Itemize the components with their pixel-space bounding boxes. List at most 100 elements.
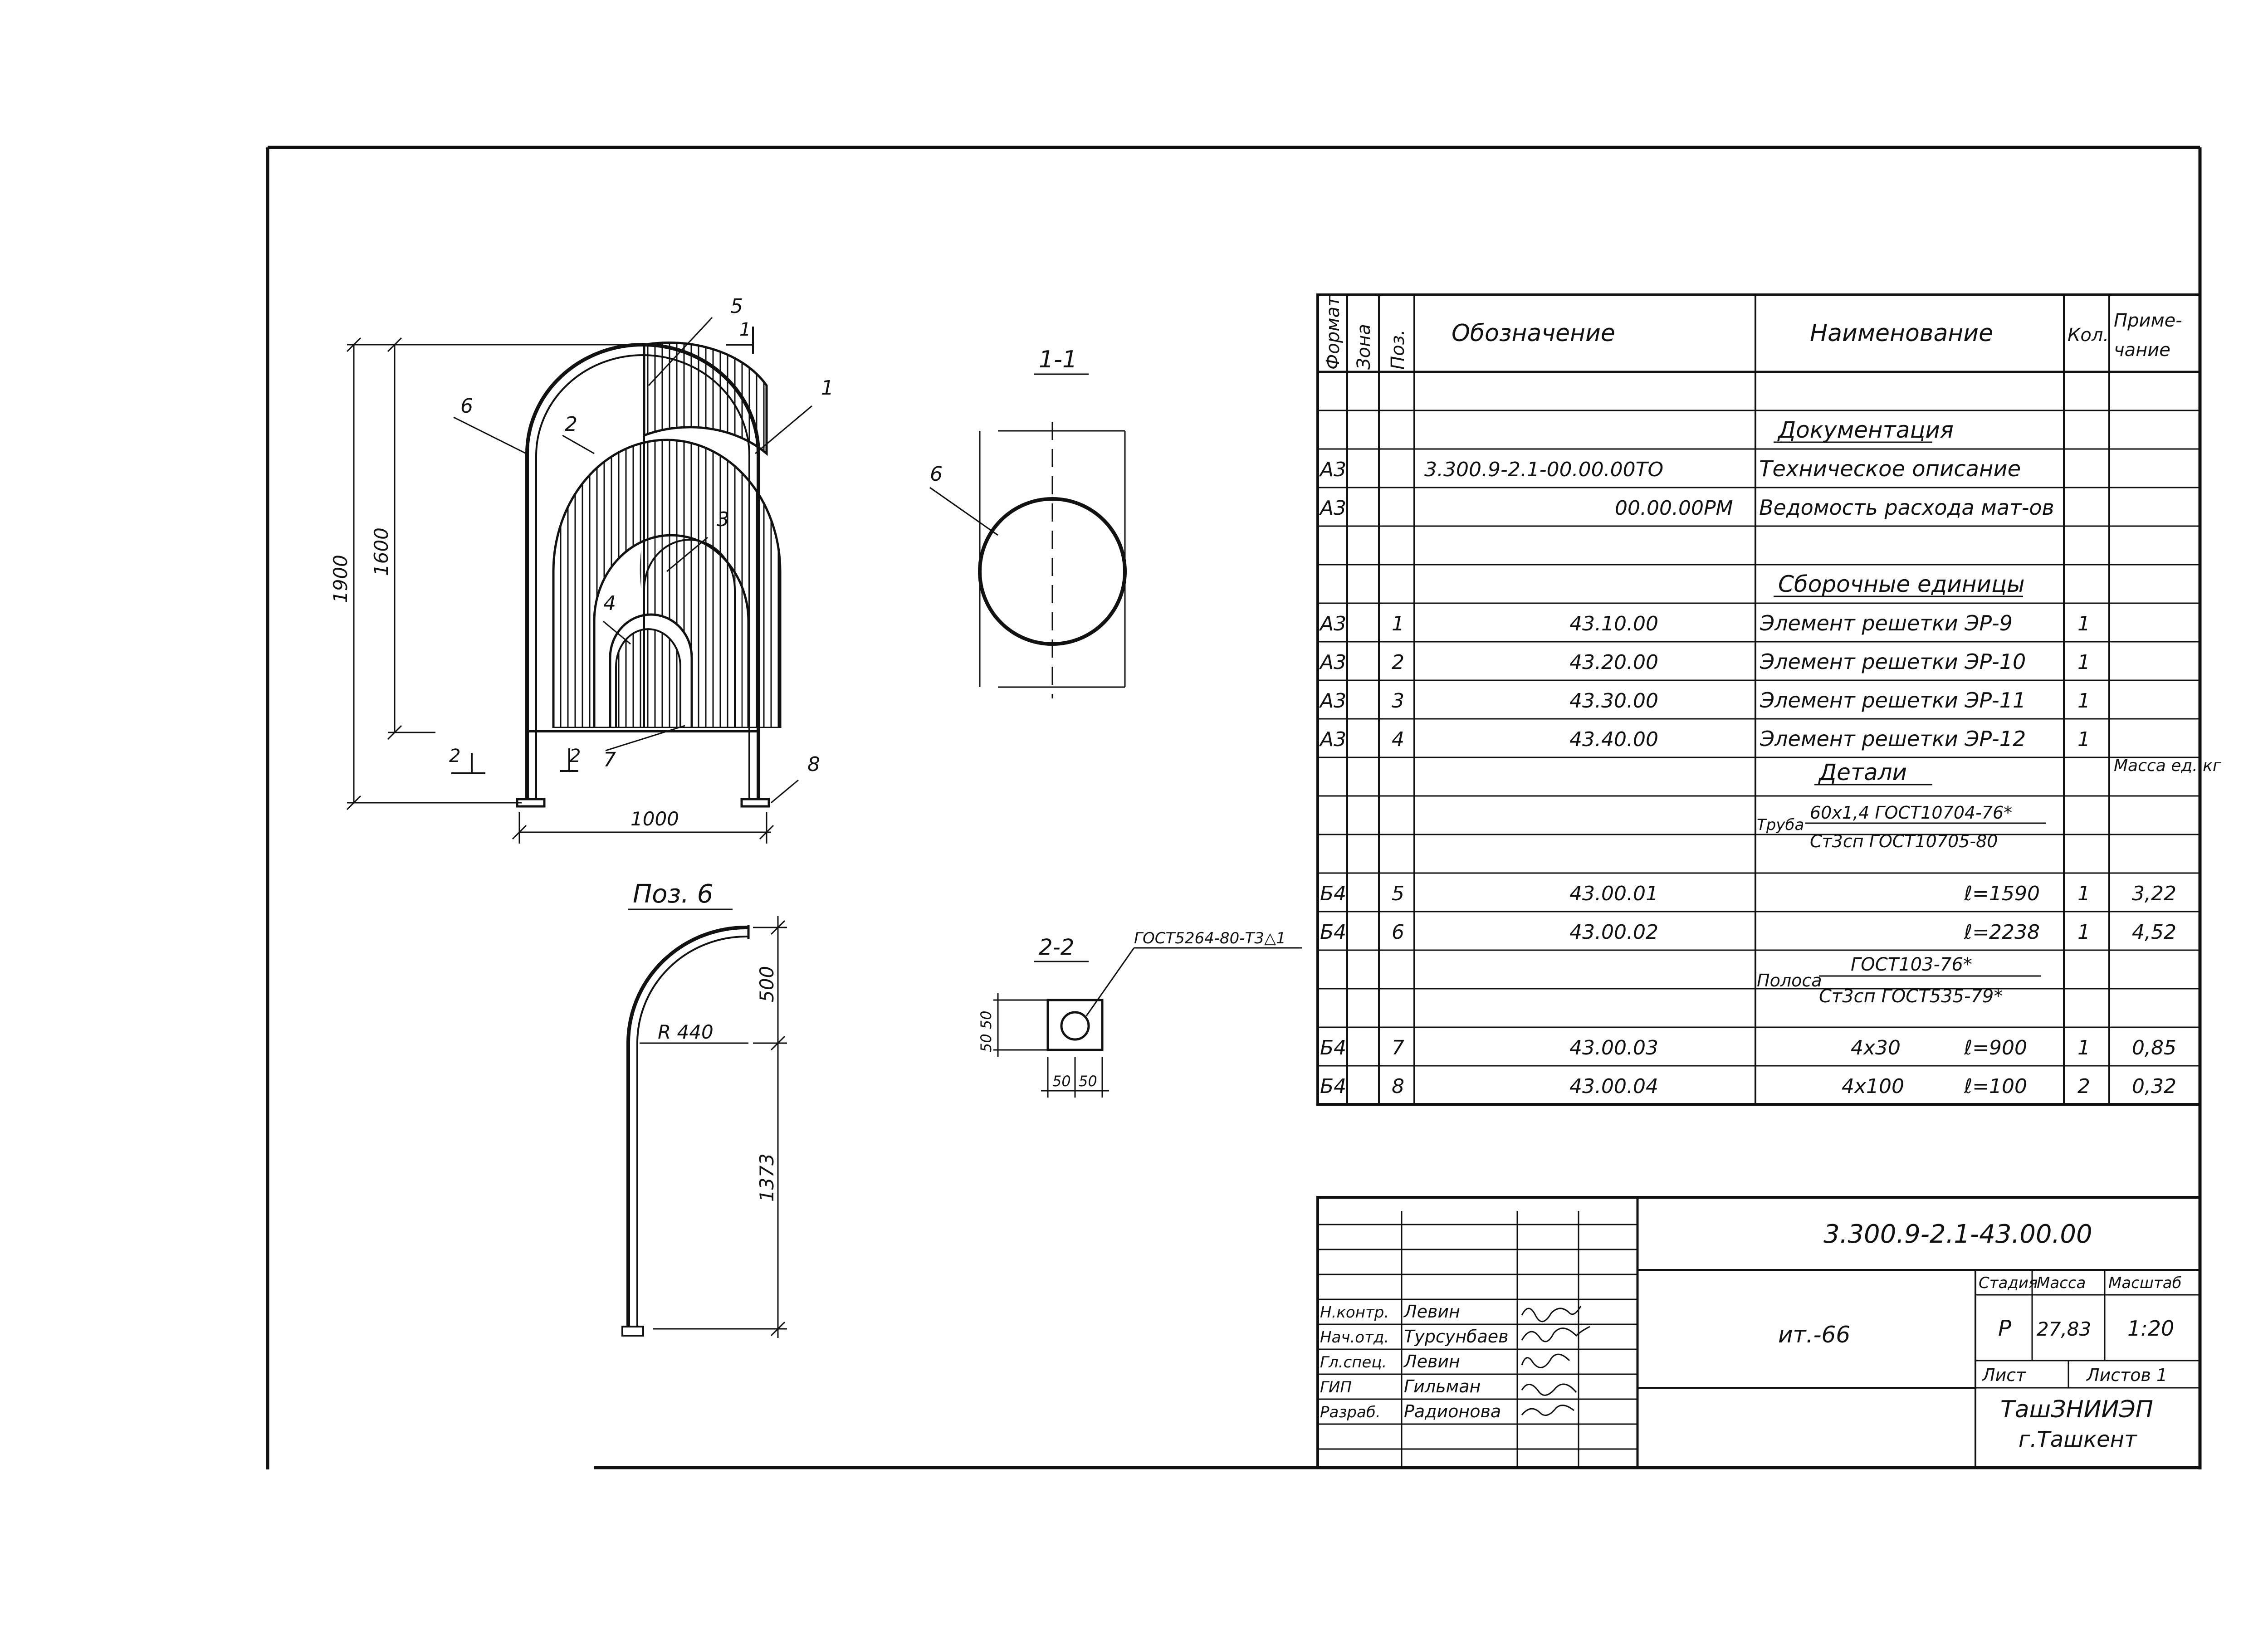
signer-role: Разраб. [1320, 1403, 1381, 1421]
signer-role: Гл.спец. [1320, 1353, 1387, 1371]
signer-role: Н.контр. [1320, 1303, 1389, 1322]
pipe-row-designation: 43.00.02 [1569, 921, 1658, 944]
assembly-row-pos: 2 [1392, 651, 1404, 674]
doc-row-designation: 3.300.9-2.1-00.00.00ТО [1424, 458, 1663, 481]
pipe-weld-section [1060, 1011, 1090, 1041]
pipe-gost-top: 60х1,4 ГОСТ10704-76* [1810, 803, 2012, 823]
sheets-label: Листов 1 [2086, 1365, 2167, 1385]
dim-width: 1000 [631, 808, 679, 830]
section-1-1: 1-1 6 [929, 346, 1127, 698]
assembly-row-designation: 43.30.00 [1569, 689, 1658, 712]
pos-6-title: Поз. 6 [633, 879, 713, 909]
assembly-row-format: А3 [1319, 689, 1346, 712]
position-leaders [453, 317, 812, 804]
section-1-1-pos-label: 6 [930, 463, 943, 486]
pos-label-2: 2 [565, 413, 577, 436]
assembly-row-name: Элемент решетки ЭР-10 [1760, 649, 2026, 674]
header-qty: Кол. [2068, 325, 2109, 346]
bent-pipe-6 [626, 925, 749, 1329]
doc-row-designation: 00.00.00РМ [1615, 497, 1733, 520]
strip-gost-top: ГОСТ103-76* [1851, 954, 1972, 975]
pipe-label: Труба [1757, 816, 1804, 834]
pos-label-3: 3 [717, 508, 729, 531]
signature-scribbles [1521, 1306, 1590, 1416]
assembly-row-pos: 4 [1392, 728, 1404, 751]
pipe-row-pos: 5 [1392, 882, 1404, 905]
section-2-2-dim-vertical: 50 50 [978, 1010, 995, 1052]
assembly-row-format: А3 [1319, 651, 1346, 674]
strip-gost-bottom: Ст3сп ГОСТ535-79* [1819, 986, 2003, 1007]
assembly-row-format: А3 [1319, 728, 1346, 751]
header-name: Наименование [1810, 320, 1993, 347]
header-format: Формат [1323, 295, 1344, 370]
section-assembly-units: Сборочные единицы [1778, 571, 2025, 597]
assembly-row-qty: 1 [2077, 689, 2090, 712]
section-2-2-dim-h1: 50 [1052, 1073, 1071, 1090]
strip-row-designation: 43.00.03 [1569, 1036, 1658, 1059]
section-2-2-title: 2-2 [1039, 935, 1074, 960]
assembly-row-format: А3 [1319, 612, 1346, 635]
pipe-row-pos: 6 [1392, 921, 1404, 944]
pipe-row-mass: 3,22 [2132, 882, 2176, 905]
strip-row-format: Б4 [1320, 1075, 1346, 1098]
grille-element-1 [643, 342, 768, 456]
doc-row-format: А3 [1319, 497, 1346, 520]
section-mark-1: 1 [739, 319, 751, 340]
strip-row-length: ℓ=900 [1964, 1036, 2027, 1059]
section-2-2-dim-h2: 50 [1079, 1073, 1097, 1090]
strip-row-length: ℓ=100 [1964, 1075, 2027, 1098]
elevation-view: 6 2 3 4 5 1 7 8 1 2 2 [329, 295, 834, 844]
section-mark-2-left: 2 [449, 746, 460, 766]
section-1-1-title: 1-1 [1039, 346, 1077, 373]
doc-row-format: А3 [1319, 458, 1346, 481]
pos-6-radius: R 440 [658, 1021, 714, 1043]
title-block: Н.контр. Левин Нач.отд. Турсунбаев Гл.сп… [1316, 1196, 2201, 1469]
section-2-2: 2-2 ГОСТ5264-80-Т3△1 50 50 50 50 [978, 929, 1302, 1098]
strip-row-qty: 2 [2077, 1075, 2090, 1098]
strip-row-size: 4х30 [1851, 1036, 1901, 1059]
assembly-row-designation: 43.20.00 [1569, 651, 1658, 674]
header-note-line2: чание [2114, 340, 2170, 361]
assembly-row-qty: 1 [2077, 651, 2090, 674]
assembly-row-name: Элемент решетки ЭР-9 [1760, 611, 2013, 635]
pipe-row-designation: 43.00.01 [1569, 882, 1658, 905]
mass-header: Масса [2037, 1274, 2086, 1292]
strip-label: Полоса [1757, 971, 1822, 991]
signer-name: Гильман [1404, 1376, 1481, 1396]
strip-row-qty: 1 [2077, 1036, 2090, 1059]
stage-value: Р [1998, 1316, 2011, 1341]
signature-grid [1318, 1211, 1637, 1468]
header-designation: Обозначение [1452, 320, 1615, 347]
base-plate-section [1046, 999, 1104, 1051]
strip-row-designation: 43.00.04 [1569, 1075, 1658, 1098]
signer-name: Турсунбаев [1404, 1327, 1509, 1347]
dimension-lines [346, 337, 774, 844]
pipe-row-format: Б4 [1320, 921, 1346, 944]
assembly-row-designation: 43.40.00 [1569, 728, 1658, 751]
assembly-row-name: Элемент решетки ЭР-11 [1760, 688, 2026, 712]
signer-role: ГИП [1320, 1378, 1352, 1396]
scale-value: 1:20 [2127, 1316, 2174, 1341]
strip-row-size: 4х100 [1842, 1075, 1904, 1098]
assembly-row-pos: 3 [1392, 689, 1404, 712]
assembly-row-pos: 1 [1392, 612, 1404, 635]
pos-6-dim-top: 500 [756, 966, 778, 1002]
pipe-row-qty: 1 [2077, 921, 2090, 944]
pipe-row-format: Б4 [1320, 882, 1346, 905]
section-details: Детали [1818, 759, 1907, 786]
header-note-line1: Приме- [2114, 310, 2182, 331]
details-mass-note: Масса ед. кг [2114, 756, 2222, 775]
signer-role: Нач.отд. [1320, 1328, 1389, 1347]
organization-name: ТашЗНИИЭП [2000, 1396, 2153, 1423]
pos-label-6: 6 [460, 395, 473, 418]
signer-name: Левин [1403, 1352, 1460, 1371]
spec-row-lines [1318, 410, 2200, 1067]
organization-city: г.Ташкент [2019, 1427, 2138, 1452]
pipe-row-length: ℓ=1590 [1964, 882, 2040, 905]
document-title: ит.-66 [1778, 1322, 1850, 1348]
scale-header: Масштаб [2108, 1274, 2182, 1292]
doc-row-name: Техническое описание [1759, 456, 2021, 482]
pos-label-7: 7 [603, 748, 616, 771]
pipe-row-mass: 4,52 [2132, 921, 2176, 944]
